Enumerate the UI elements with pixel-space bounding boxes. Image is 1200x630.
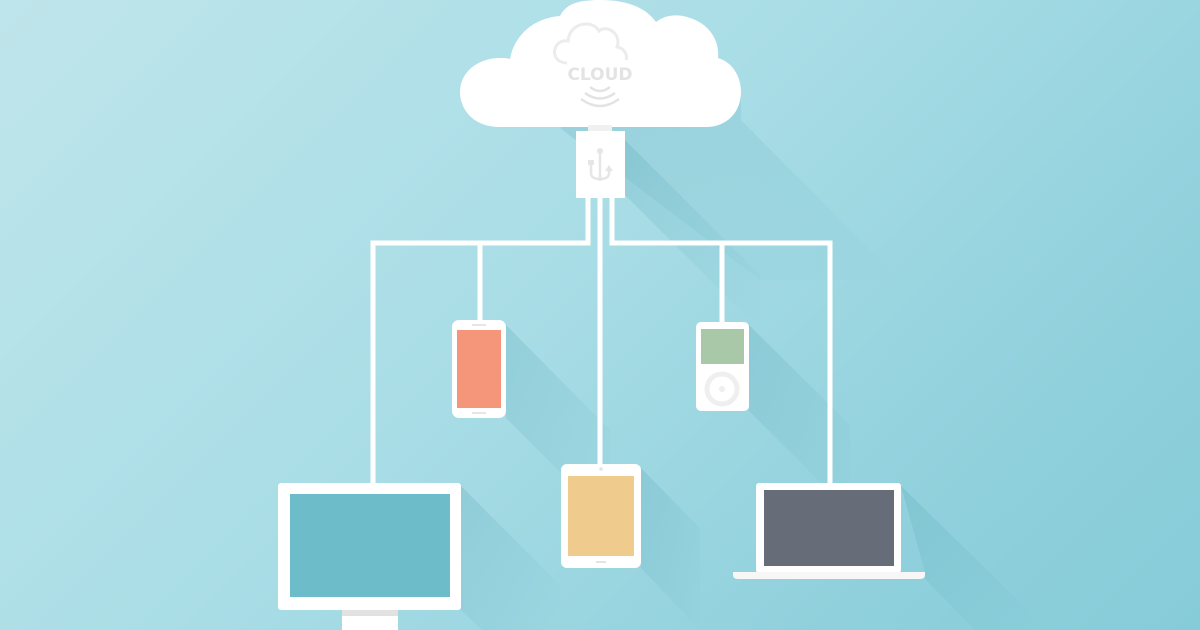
music-player[interactable] bbox=[696, 322, 749, 411]
laptop[interactable] bbox=[733, 483, 925, 579]
cloud-outline-icon bbox=[553, 22, 628, 65]
smartphone-screen bbox=[457, 330, 501, 408]
cloud-label: CLOUD bbox=[567, 65, 632, 85]
click-wheel bbox=[704, 371, 740, 407]
tablet-screen bbox=[568, 476, 634, 556]
tablet[interactable] bbox=[561, 464, 641, 568]
desktop-monitor[interactable] bbox=[278, 483, 461, 630]
cloud: CLOUD bbox=[460, 0, 741, 127]
monitor-screen bbox=[290, 494, 450, 597]
wires bbox=[370, 198, 833, 483]
music-player-screen bbox=[701, 329, 744, 364]
usb-plug bbox=[576, 125, 625, 198]
smartphone[interactable] bbox=[452, 320, 506, 418]
laptop-screen bbox=[764, 490, 894, 566]
wifi-signal-icon bbox=[580, 85, 620, 108]
long-shadows bbox=[461, 60, 1040, 630]
usb-icon bbox=[588, 148, 613, 181]
